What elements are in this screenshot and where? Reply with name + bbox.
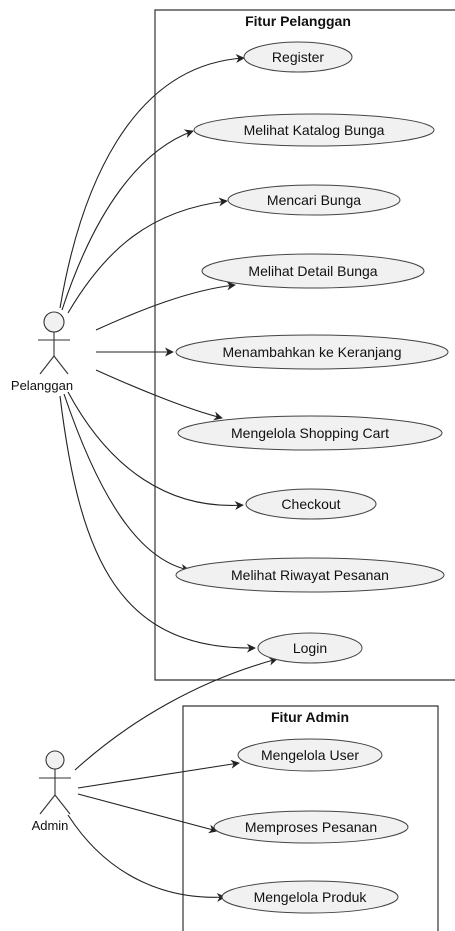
association-detail — [95, 281, 236, 331]
use-case-register: Register — [243, 41, 353, 73]
association-riwayat — [63, 393, 190, 573]
use-case-melihat-riwayat-pesanan: Melihat Riwayat Pesanan — [175, 557, 445, 593]
use-case-label: Mengelola Produk — [254, 889, 368, 905]
use-case-label: Melihat Riwayat Pesanan — [231, 567, 389, 583]
association-katalog — [61, 129, 194, 311]
association-checkout — [67, 391, 244, 511]
association-login-pelanggan — [59, 395, 256, 653]
actor-label: Pelanggan — [11, 378, 73, 393]
association-shopping-cart — [95, 369, 223, 421]
use-case-memproses-pesanan: Memproses Pesanan — [213, 810, 409, 844]
actor-admin: Admin — [32, 750, 71, 833]
use-case-label: Mencari Bunga — [267, 192, 361, 208]
actor-head — [43, 311, 65, 333]
use-case-label: Checkout — [281, 496, 340, 512]
association-login-admin — [74, 656, 278, 771]
use-case-label: Mengelola Shopping Cart — [231, 425, 389, 441]
use-case-label: Mengelola User — [261, 747, 359, 763]
association-mengelola-user — [77, 759, 240, 789]
use-case-label: Melihat Detail Bunga — [248, 263, 377, 279]
associations — [59, 54, 278, 902]
use-case-mengelola-shopping-cart: Mengelola Shopping Cart — [177, 415, 443, 451]
association-memproses — [77, 793, 218, 834]
actor-label: Admin — [32, 818, 69, 833]
use-case-menambahkan-ke-keranjang: Menambahkan ke Keranjang — [175, 334, 449, 370]
actor-pelanggan: Pelanggan — [11, 311, 73, 393]
use-case-melihat-katalog-bunga: Melihat Katalog Bunga — [193, 113, 435, 147]
association-mencari — [67, 197, 228, 314]
use-case-label: Melihat Katalog Bunga — [244, 122, 385, 138]
package-title: Fitur Pelanggan — [245, 13, 351, 29]
use-case-label: Memproses Pesanan — [245, 819, 377, 835]
use-case-mencari-bunga: Mencari Bunga — [227, 184, 401, 216]
association-mengelola-produk — [67, 814, 226, 902]
use-case-login: Login — [257, 632, 363, 664]
use-case-mengelola-user: Mengelola User — [237, 738, 383, 772]
use-case-label: Menambahkan ke Keranjang — [222, 344, 401, 360]
actor-head — [45, 750, 65, 770]
use-case-melihat-detail-bunga: Melihat Detail Bunga — [201, 253, 425, 289]
use-case-label: Login — [293, 640, 327, 656]
package-title: Fitur Admin — [271, 709, 349, 725]
use-case-mengelola-produk: Mengelola Produk — [221, 880, 399, 914]
use-case-label: Register — [272, 49, 324, 65]
association-register — [59, 54, 245, 309]
use-case-checkout: Checkout — [245, 488, 377, 520]
